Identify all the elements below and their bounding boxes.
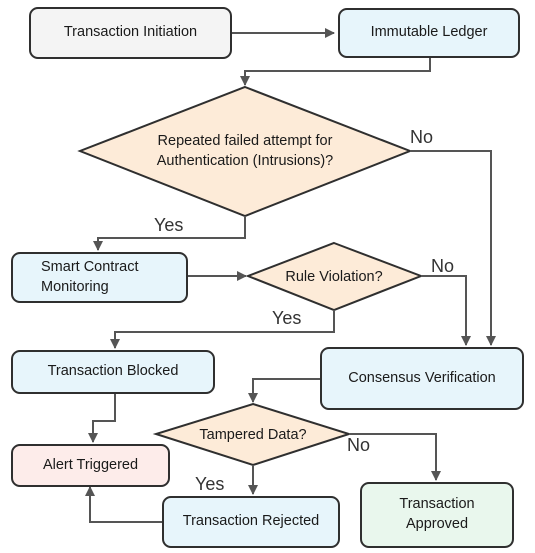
node-consensus-verification-label: Consensus Verification bbox=[348, 369, 496, 386]
edge-blocked-to-alert bbox=[88, 394, 116, 443]
decision-authentication-label: Repeated failed attempt for Authenticati… bbox=[156, 132, 334, 169]
edge-consensus-to-tamper bbox=[248, 378, 320, 403]
edge-auth-no-to-consensus bbox=[410, 150, 496, 346]
node-transaction-blocked-label: Transaction Blocked bbox=[47, 363, 179, 380]
edge-label-auth-yes: Yes bbox=[154, 215, 184, 235]
edge-label-auth-no: No bbox=[410, 127, 434, 147]
node-transaction-initiation: Transaction Initiation bbox=[29, 7, 232, 59]
decision-tampered-data-label: Tampered Data? bbox=[199, 426, 307, 443]
node-alert-triggered: Alert Triggered bbox=[11, 444, 170, 487]
node-transaction-approved-label: Transaction Approved bbox=[399, 496, 475, 532]
edge-rejected-to-alert bbox=[85, 486, 162, 523]
edge-tamper-no-to-approved bbox=[349, 433, 441, 481]
node-transaction-rejected: Transaction Rejected bbox=[162, 496, 340, 548]
node-smart-contract-monitoring-label: Smart Contract Monitoring bbox=[41, 258, 139, 295]
edge-rule-yes-to-blocked bbox=[110, 310, 335, 349]
node-smart-contract-monitoring: Smart Contract Monitoring bbox=[11, 252, 188, 303]
edge-label-tamper-yes: Yes bbox=[195, 474, 225, 494]
node-transaction-rejected-label: Transaction Rejected bbox=[182, 513, 320, 530]
node-consensus-verification: Consensus Verification bbox=[320, 347, 524, 410]
node-transaction-blocked: Transaction Blocked bbox=[11, 350, 215, 394]
edge-rule-no-to-consensus bbox=[421, 275, 471, 346]
node-transaction-approved: Transaction Approved bbox=[360, 482, 514, 548]
node-alert-triggered-label: Alert Triggered bbox=[42, 456, 139, 473]
node-transaction-initiation-label: Transaction Initiation bbox=[63, 24, 198, 41]
decision-rule-violation-label: Rule Violation? bbox=[285, 268, 383, 285]
edge-ledger-to-auth bbox=[240, 58, 431, 86]
node-immutable-ledger-label: Immutable Ledger bbox=[370, 24, 488, 41]
edge-auth-yes-to-smart-contract bbox=[93, 216, 246, 251]
edge-label-rule-yes: Yes bbox=[272, 308, 302, 328]
edge-label-rule-no: No bbox=[431, 256, 455, 276]
node-immutable-ledger: Immutable Ledger bbox=[338, 8, 520, 58]
edge-label-tamper-no: No bbox=[347, 435, 371, 455]
